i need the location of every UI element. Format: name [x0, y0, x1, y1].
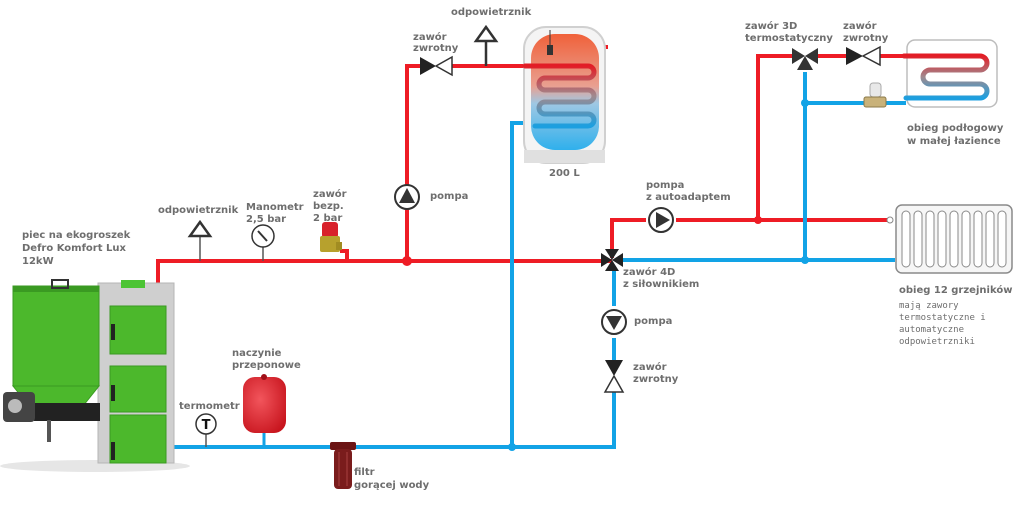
- junction-dot: [801, 256, 809, 264]
- thermostatic-head-icon: [863, 82, 887, 108]
- junction-dot: [801, 99, 809, 107]
- svg-text:T: T: [202, 418, 211, 433]
- return-pipe-main: [172, 392, 616, 449]
- supply-pipe-tank-branch: [405, 64, 420, 261]
- check-valve-tank-icon: [420, 55, 453, 77]
- air-vent-tank-label: odpowietrznik: [451, 7, 532, 18]
- radiator-fin: [901, 210, 911, 268]
- air-vent-main-label: odpowietrznik: [158, 205, 239, 216]
- air-vent-main-icon: [187, 219, 213, 261]
- manometer-label: Manometr 2,5 bar: [246, 202, 307, 225]
- check-valve-floor-label: zawór zwrotny: [843, 20, 889, 44]
- water-filter-label: filtr gorącej wody: [354, 467, 430, 491]
- supply-pipe-boiler-riser: [156, 259, 612, 285]
- tank-capacity-label: 200 L: [549, 168, 580, 179]
- radiator-fin: [961, 210, 971, 268]
- floor-heating-loop: [901, 39, 998, 108]
- floor-heating-label: obieg podłogowy w małej łazience: [907, 123, 1007, 147]
- four-way-valve-icon: [601, 249, 623, 271]
- radiator-fin: [973, 210, 983, 268]
- check-valve-return-label: zawór zwrotny: [633, 361, 679, 385]
- junction-dot: [402, 256, 412, 266]
- radiator-fin: [937, 210, 947, 268]
- water-filter-icon: [330, 442, 356, 489]
- check-valve-tank-label: zawór zwrotny: [413, 31, 459, 54]
- manometer-icon: [251, 224, 275, 261]
- air-vent-tank-icon: [473, 24, 499, 66]
- safety-valve-icon: [320, 222, 342, 252]
- radiator-fin: [925, 210, 935, 268]
- radiator-fin: [913, 210, 923, 268]
- supply-pipe-radiator-feed: [610, 218, 646, 258]
- three-way-valve-label: zawór 3D termostatyczny: [745, 20, 833, 44]
- radiator-fin: [949, 210, 959, 268]
- supply-pipe-safety-stub: [340, 249, 349, 261]
- return-pipes: [172, 72, 906, 451]
- expansion-vessel-label: naczynie przeponowe: [232, 348, 301, 371]
- pump-return-icon: [601, 309, 627, 335]
- radiator-note: mają zawory termostatyczne i automatyczn…: [899, 301, 991, 347]
- boiler-label: piec na ekogroszek Defro Komfort Lux 12k…: [22, 230, 134, 267]
- check-valve-floor-icon: [846, 45, 881, 67]
- pump-tank-icon: [394, 184, 420, 210]
- check-valve-return-icon: [603, 360, 625, 393]
- pump-auto-adapt-label: pompa z autoadaptem: [646, 180, 731, 203]
- safety-valve-label: zawór bezp. 2 bar: [313, 188, 350, 224]
- boiler: [0, 279, 190, 472]
- pump-tank-label: pompa: [430, 191, 468, 202]
- expansion-vessel-icon: [243, 374, 286, 447]
- radiator-icon: [886, 204, 1013, 274]
- pump-return-label: pompa: [634, 316, 672, 327]
- radiator-circuit-label: obieg 12 grzejników: [899, 284, 1012, 296]
- radiator-fin: [985, 210, 995, 268]
- return-pipe-tank: [510, 121, 535, 447]
- four-way-valve-label: zawór 4D z siłownikiem: [623, 266, 699, 290]
- pump-auto-adapt-icon: [648, 207, 674, 233]
- junction-dot: [508, 443, 516, 451]
- thermometer-icon: T: [195, 413, 217, 447]
- thermometer-label: termometr: [179, 401, 240, 412]
- three-way-valve-icon: [792, 48, 818, 70]
- junction-dot: [754, 216, 762, 224]
- supply-pipe-floor-riser: [756, 54, 792, 220]
- hot-water-tank: [522, 26, 606, 164]
- radiator-fin: [997, 210, 1007, 268]
